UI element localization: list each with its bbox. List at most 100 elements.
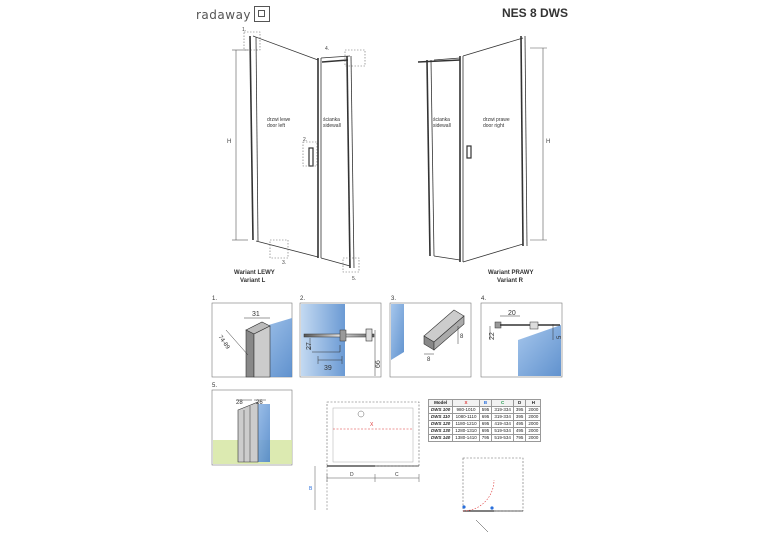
th-d: D	[512, 399, 527, 407]
plan-b-label: B	[309, 486, 313, 492]
cell-c: 319-334	[491, 406, 514, 414]
cell-b: 795	[478, 434, 493, 442]
right-height-label: H	[546, 139, 550, 145]
detail-4-dim-20: 20	[508, 310, 516, 317]
page-title: NES 8 DWS	[502, 6, 569, 20]
plan-c-label: C	[395, 472, 399, 478]
left-callout-1: 1.	[242, 27, 246, 33]
left-side-label: ścianka	[323, 117, 340, 123]
detail-2-dim-66: 66	[375, 360, 382, 368]
cell-x: 1180-1210	[452, 420, 480, 428]
plan-x-label: X	[370, 422, 374, 428]
cell-x: 1380-1410	[452, 434, 480, 442]
cell-d: 795	[512, 434, 527, 442]
detail-3-label: 3.	[391, 296, 396, 302]
detail-5	[211, 389, 293, 466]
detail-1-dim-31: 31	[252, 311, 260, 318]
cell-model: DWS 110	[427, 413, 454, 421]
th-b: B	[478, 399, 493, 407]
left-variant-title-en: Variant L	[240, 278, 266, 284]
detail-2	[299, 302, 382, 378]
left-height-label: H	[227, 139, 231, 145]
right-variant-title-en: Variant R	[497, 278, 524, 284]
left-callout-4: 4.	[325, 46, 329, 52]
detail-1-label: 1.	[212, 296, 217, 302]
detail-4	[480, 302, 563, 378]
detail-2-dim-39: 39	[324, 365, 332, 372]
th-x: X	[452, 399, 480, 407]
right-door-label: drzwi prawe	[483, 117, 510, 123]
cell-b: 695	[478, 413, 493, 421]
cell-c: 519-534	[491, 427, 514, 435]
detail-4-label: 4.	[481, 296, 486, 302]
cell-h: 2000	[525, 427, 542, 435]
spec-table-header: Model X B C D H	[427, 399, 542, 407]
cell-x: 980-1010	[452, 406, 480, 414]
callout-box-4	[344, 49, 366, 67]
cell-d: 495	[512, 427, 527, 435]
detail-4-dim-22: 22	[489, 332, 496, 340]
th-model: Model	[427, 399, 454, 407]
left-variant-title: Wariant LEWY	[234, 270, 275, 276]
right-variant-title: Wariant PRAWY	[488, 270, 533, 276]
right-side-label: ścianka	[433, 117, 450, 123]
table-row: DWS 100 980-1010 595 319-334 395 2000	[427, 406, 542, 414]
brand-logo-icon	[254, 6, 271, 22]
cell-x: 1080-1110	[452, 413, 480, 421]
cell-b: 595	[478, 406, 493, 414]
spec-table: Model X B C D H DWS 100 980-1010 595 319…	[427, 399, 542, 442]
table-row: DWS 130 1280-1310 695 519-534 495 2000	[427, 427, 542, 435]
left-side-label-en: sidewall	[323, 123, 341, 129]
right-door-label-en: door right	[483, 123, 505, 129]
floor-plan-right	[462, 457, 524, 533]
cell-h: 2000	[525, 420, 542, 428]
right-variant-drawing	[417, 35, 547, 263]
brand-logo-text: radaway	[196, 8, 252, 22]
cell-model: DWS 130	[427, 427, 454, 435]
cell-model: DWS 140	[427, 434, 454, 442]
th-h: H	[525, 399, 542, 407]
detail-3-dim-a: 8	[427, 357, 431, 363]
th-c: C	[491, 399, 514, 407]
left-callout-3: 3.	[282, 260, 286, 266]
cell-d: 395	[512, 406, 527, 414]
cell-c: 519-534	[491, 434, 514, 442]
left-callout-2: 2.	[303, 137, 307, 143]
cell-h: 2000	[525, 413, 542, 421]
cell-d: 395	[512, 413, 527, 421]
callout-box-3	[269, 239, 289, 259]
cell-b: 695	[478, 420, 493, 428]
cell-x: 1280-1310	[452, 427, 480, 435]
table-row: DWS 140 1380-1410 795 519-534 795 2000	[427, 434, 542, 442]
cell-model: DWS 100	[427, 406, 454, 414]
table-row: DWS 110 1080-1110 695 319-334 395 2000	[427, 413, 542, 421]
left-callout-5: 5.	[352, 276, 356, 282]
left-door-label-en: door left	[267, 123, 286, 129]
right-side-label-en: sidewall	[433, 123, 451, 129]
cell-d: 495	[512, 420, 527, 428]
table-row: DWS 120 1180-1210 695 419-434 495 2000	[427, 420, 542, 428]
detail-2-dim-27: 27	[306, 342, 313, 350]
cell-b: 695	[478, 427, 493, 435]
cell-h: 2000	[525, 406, 542, 414]
detail-3-dim-b: 8	[460, 334, 464, 340]
detail-5-dim-28: 28	[236, 400, 243, 406]
detail-1	[211, 302, 293, 378]
left-variant-drawing	[232, 31, 366, 273]
cell-c: 419-434	[491, 420, 514, 428]
plan-d-label: D	[350, 472, 354, 478]
callout-box-2	[302, 141, 318, 167]
detail-4-dim-5: 5	[557, 335, 563, 339]
detail-5-label: 5.	[212, 383, 217, 389]
cell-model: DWS 120	[427, 420, 454, 428]
detail-2-label: 2.	[300, 296, 305, 302]
cell-c: 319-334	[491, 413, 514, 421]
floor-plan-left	[314, 401, 420, 510]
detail-5-dim-26: 26	[256, 400, 263, 406]
detail-3	[389, 302, 472, 378]
callout-box-1	[243, 31, 261, 51]
cell-h: 2000	[525, 434, 542, 442]
brand-logo: radaway	[196, 6, 271, 22]
left-door-label: drzwi lewe	[267, 117, 291, 123]
